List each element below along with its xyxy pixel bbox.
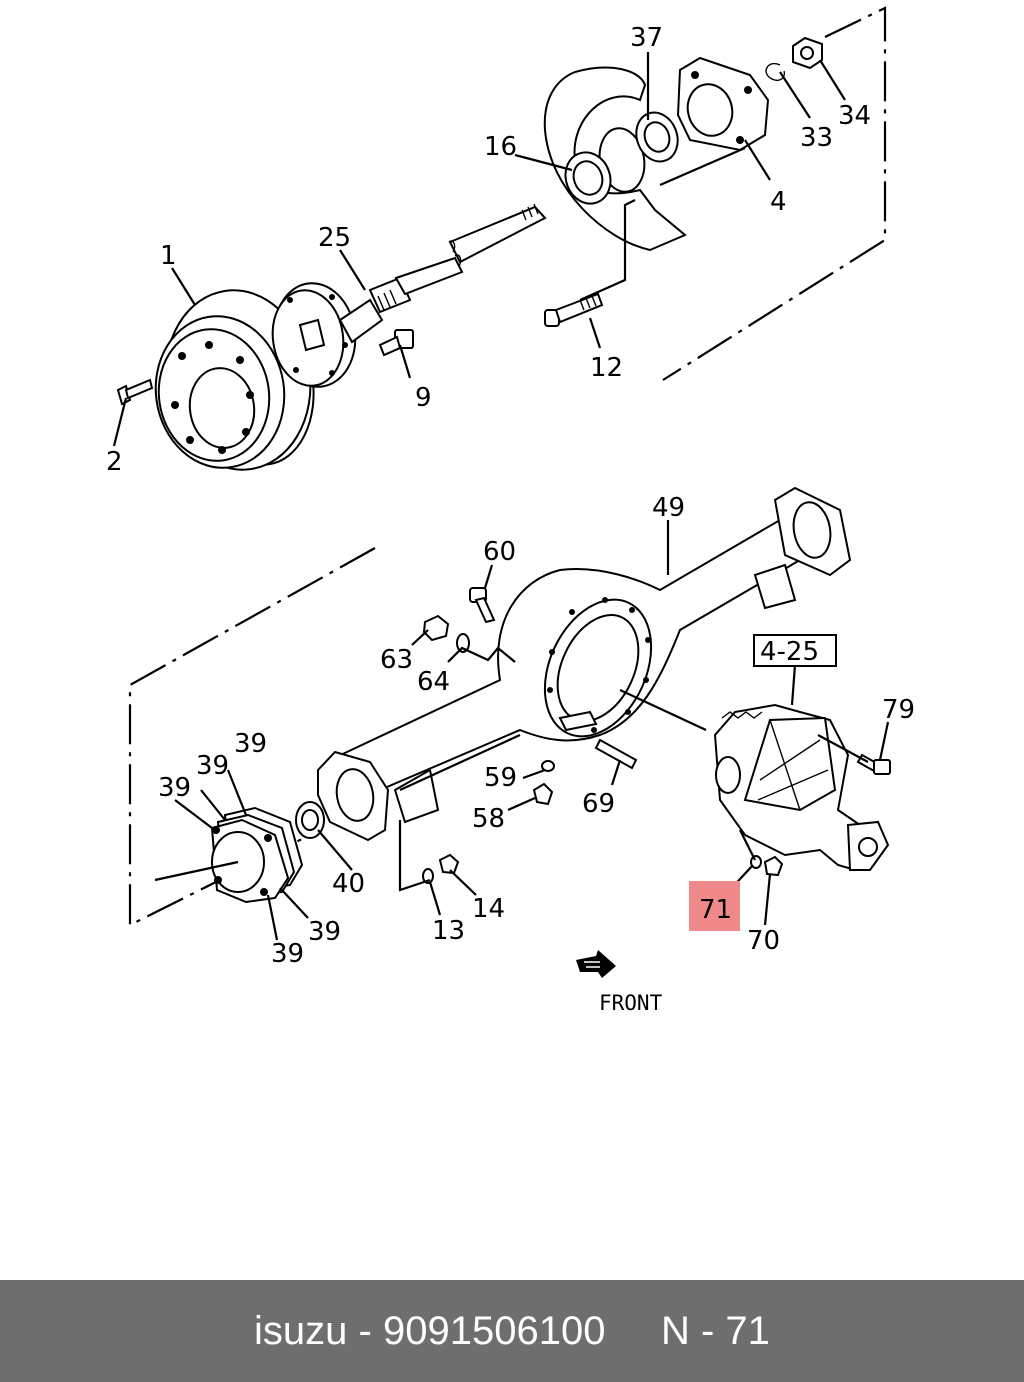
callout-39: 39 (196, 751, 229, 781)
side-bearing (295, 801, 325, 839)
callout-1: 1 (160, 241, 177, 271)
callout-63: 63 (380, 645, 413, 675)
small-nut (422, 853, 784, 884)
lock-washer (765, 62, 786, 81)
callout-34: 34 (838, 101, 871, 131)
axle-housing (317, 486, 852, 842)
callout-39: 39 (308, 917, 341, 947)
callout-40: 40 (332, 869, 365, 899)
callout-49: 49 (652, 493, 685, 523)
upper-group-frame (662, 6, 887, 381)
callout-labels: 37 16 34 33 4 25 1 9 12 2 49 60 63 64 4-… (106, 23, 915, 1015)
brake-drum (154, 289, 315, 471)
drain-plug (532, 760, 555, 806)
bearing-retainer (676, 56, 770, 152)
drum-screw (116, 378, 154, 406)
callout-2: 2 (106, 447, 123, 477)
part-number-caption: isuzu - 9091506100 N - 71 (254, 1308, 770, 1353)
upper-leaders (112, 52, 846, 447)
shim-stack (210, 806, 304, 904)
callout-12: 12 (590, 353, 623, 383)
breather-plug (469, 587, 496, 624)
callout-14: 14 (472, 894, 505, 924)
callout-79: 79 (882, 695, 915, 725)
washer (456, 633, 470, 653)
bearing (635, 111, 679, 163)
hub-bolt (378, 329, 414, 357)
callout-4-25: 4-25 (760, 637, 819, 667)
callout-70: 70 (747, 926, 780, 956)
hex-bolt (422, 614, 450, 642)
callout-58: 58 (472, 804, 505, 834)
differential-carrier (713, 703, 890, 872)
callout-69: 69 (582, 789, 615, 819)
reference-box (753, 634, 837, 667)
callout-25: 25 (318, 223, 351, 253)
oil-seal (564, 151, 612, 205)
lower-leaders (154, 520, 890, 941)
callout-4: 4 (770, 187, 787, 217)
callout-33: 33 (800, 123, 833, 153)
callout-37: 37 (630, 23, 663, 53)
nut (792, 36, 823, 70)
callout-9: 9 (415, 383, 432, 413)
callout-59: 59 (484, 763, 517, 793)
callout-16: 16 (484, 132, 517, 162)
footer-bar: isuzu - 9091506100 N - 71 (0, 1280, 1024, 1382)
front-arrow-icon (576, 950, 616, 978)
exploded-parts-diagram: 37 16 34 33 4 25 1 9 12 2 49 60 63 64 4-… (106, 6, 915, 1015)
highlight-box (689, 881, 740, 931)
callout-13: 13 (432, 916, 465, 946)
bolt (544, 292, 604, 327)
callout-39: 39 (158, 773, 191, 803)
callout-71: 71 (699, 895, 732, 925)
callout-39: 39 (271, 939, 304, 969)
front-label: FRONT (599, 991, 663, 1015)
stud (594, 738, 638, 770)
carrier-bolt (856, 753, 891, 775)
axle-shaft (271, 203, 547, 388)
callout-64: 64 (417, 667, 450, 697)
callout-60: 60 (483, 537, 516, 567)
callout-39: 39 (234, 729, 267, 759)
